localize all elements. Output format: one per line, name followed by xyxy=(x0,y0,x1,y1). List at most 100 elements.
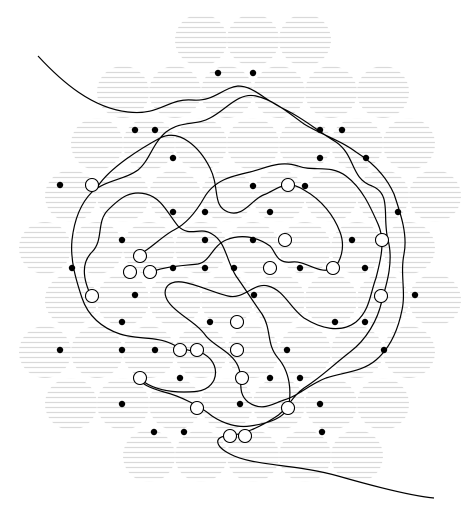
open-node xyxy=(234,370,250,386)
hatched-disc xyxy=(227,14,279,66)
hatched-disc xyxy=(279,14,331,66)
filled-node xyxy=(169,264,177,272)
filled-node xyxy=(56,346,64,354)
filled-node xyxy=(283,346,291,354)
filled-nodes xyxy=(56,69,419,436)
filled-node xyxy=(201,236,209,244)
hatched-disc xyxy=(201,378,253,430)
hatched-disc xyxy=(253,274,305,326)
hatched-disc xyxy=(305,170,357,222)
filled-node xyxy=(394,208,402,216)
hatched-disc xyxy=(201,170,253,222)
open-node xyxy=(84,177,100,193)
open-node xyxy=(229,314,245,330)
hatched-disc xyxy=(383,326,435,378)
filled-node xyxy=(361,264,369,272)
open-node xyxy=(142,264,158,280)
open-node xyxy=(222,428,238,444)
filled-node xyxy=(68,264,76,272)
hatched-disc xyxy=(279,222,331,274)
filled-node xyxy=(361,318,369,326)
hatched-disc xyxy=(279,118,331,170)
filled-node xyxy=(180,428,188,436)
open-node xyxy=(373,288,389,304)
open-node xyxy=(280,177,296,193)
filled-node xyxy=(250,291,258,299)
hatched-disc xyxy=(19,326,71,378)
open-node xyxy=(189,400,205,416)
hatched-disc xyxy=(305,274,357,326)
open-node xyxy=(172,342,188,358)
filled-node xyxy=(169,154,177,162)
hatched-disc xyxy=(45,274,97,326)
hatched-disc xyxy=(149,66,201,118)
curve-inner-right xyxy=(71,94,406,408)
hatched-disc xyxy=(19,222,71,274)
filled-node xyxy=(380,346,388,354)
hatched-disc xyxy=(253,378,305,430)
hatched-disc xyxy=(253,66,305,118)
filled-node xyxy=(316,154,324,162)
hatched-disc xyxy=(227,222,279,274)
hatched-disc xyxy=(279,326,331,378)
filled-node xyxy=(131,291,139,299)
curve-upper-loop xyxy=(97,134,344,273)
curve-layer xyxy=(37,55,435,499)
open-node xyxy=(262,260,278,276)
filled-node xyxy=(338,126,346,134)
hatched-disc xyxy=(227,326,279,378)
hatched-disc xyxy=(357,66,409,118)
hatched-disc xyxy=(305,378,357,430)
hatched-disc xyxy=(97,66,149,118)
open-node xyxy=(132,248,148,264)
hatched-disc xyxy=(97,170,149,222)
hatched-disc xyxy=(175,118,227,170)
filled-node xyxy=(230,264,238,272)
hatched-disc xyxy=(71,326,123,378)
filled-node xyxy=(118,236,126,244)
hatched-disc xyxy=(305,66,357,118)
open-node xyxy=(229,342,245,358)
hatched-disc xyxy=(97,274,149,326)
curve-outer-strand xyxy=(37,55,435,499)
hatched-disc xyxy=(227,118,279,170)
open-node xyxy=(374,232,390,248)
filled-node xyxy=(331,318,339,326)
filled-node xyxy=(316,126,324,134)
filled-node xyxy=(348,236,356,244)
hatched-disc xyxy=(71,222,123,274)
filled-node xyxy=(362,154,370,162)
filled-node xyxy=(169,208,177,216)
filled-node xyxy=(266,208,274,216)
filled-node xyxy=(118,318,126,326)
filled-node xyxy=(118,400,126,408)
filled-node xyxy=(249,236,257,244)
hatched-disc xyxy=(149,170,201,222)
hatched-disc xyxy=(383,222,435,274)
filled-node xyxy=(201,208,209,216)
filled-node xyxy=(206,318,214,326)
filled-node xyxy=(301,182,309,190)
filled-node xyxy=(296,264,304,272)
filled-node xyxy=(249,69,257,77)
open-node xyxy=(84,288,100,304)
hatched-disc xyxy=(123,430,175,482)
hatched-disc xyxy=(175,430,227,482)
open-node xyxy=(325,260,341,276)
filled-node xyxy=(201,264,209,272)
filled-node xyxy=(296,374,304,382)
filled-node xyxy=(151,126,159,134)
open-node xyxy=(132,370,148,386)
hatched-disc xyxy=(45,378,97,430)
filled-node xyxy=(176,374,184,382)
filled-node xyxy=(266,374,274,382)
open-node xyxy=(122,264,138,280)
filled-node xyxy=(411,291,419,299)
hatched-disc xyxy=(149,274,201,326)
hatched-disc xyxy=(201,66,253,118)
filled-node xyxy=(249,182,257,190)
filled-node xyxy=(131,126,139,134)
filled-node xyxy=(316,400,324,408)
